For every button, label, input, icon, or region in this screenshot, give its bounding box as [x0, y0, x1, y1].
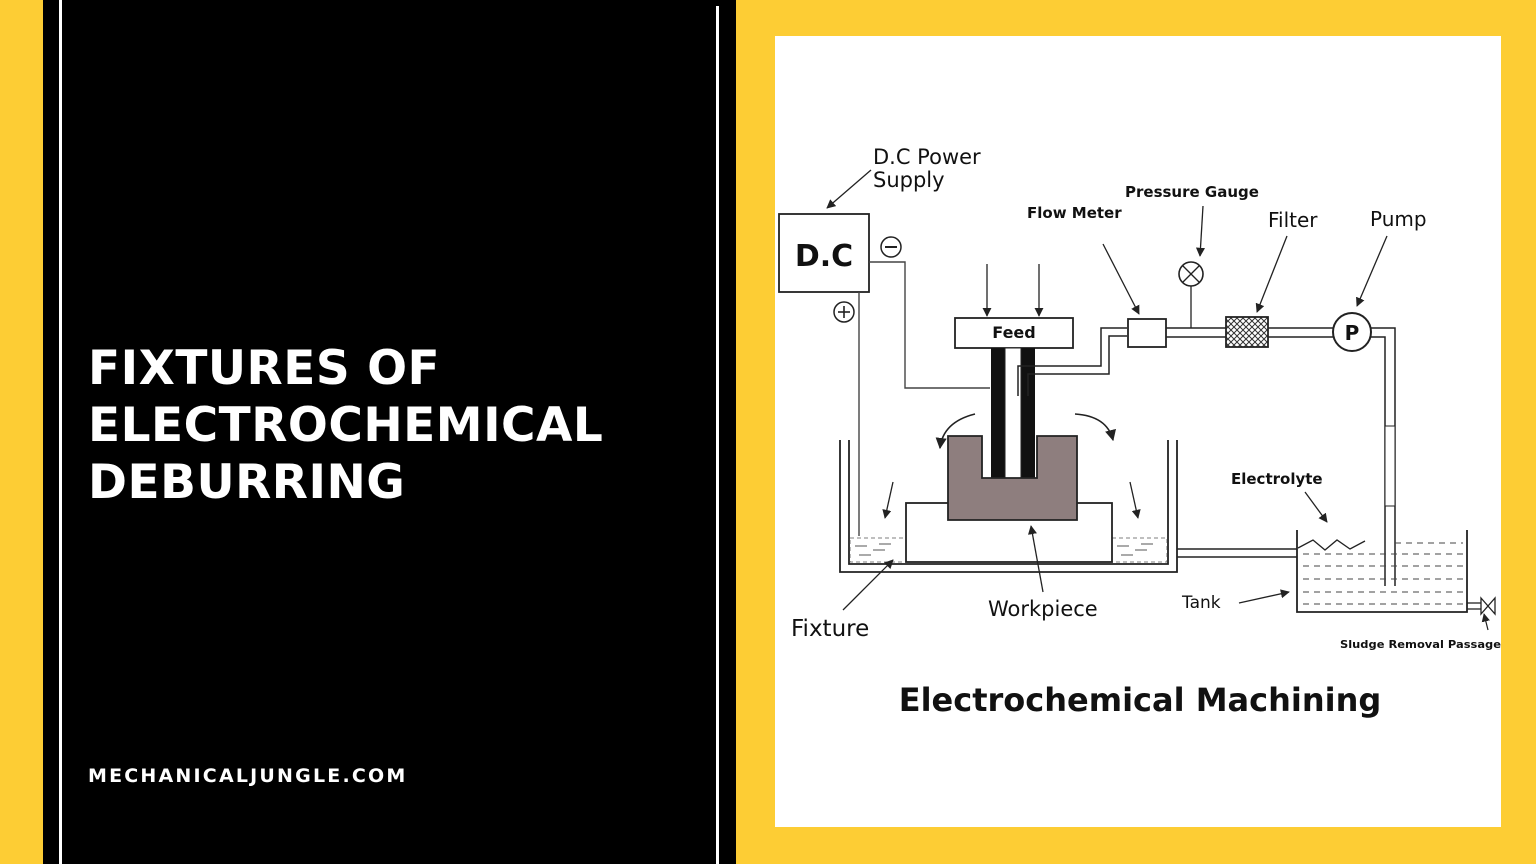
fixture-label: Fixture — [791, 616, 869, 642]
right-divider-line — [716, 6, 719, 864]
flow-meter-label: Flow Meter — [1027, 204, 1122, 222]
tool-electrode-left — [991, 348, 1005, 478]
dc-label-arrow — [826, 169, 872, 209]
page-title: FIXTURES OF ELECTROCHEMICAL DEBURRING — [88, 340, 688, 511]
feed-label: Feed — [992, 323, 1035, 342]
electrolyte-arrow — [1304, 491, 1328, 523]
electrolyte-label: Electrolyte — [1231, 470, 1323, 488]
dc-power-supply-label-1: D.C Power — [873, 145, 981, 169]
tank-arrow — [1238, 589, 1290, 604]
work-tank — [839, 440, 1178, 573]
pump-arrow — [1356, 235, 1388, 307]
title-line-3: DEBURRING — [88, 455, 406, 510]
filter-label: Filter — [1268, 208, 1318, 232]
filter-arrow — [1255, 235, 1288, 313]
fixture-arrow — [842, 559, 894, 611]
title-line-1: FIXTURES OF — [88, 341, 441, 396]
diagram-caption: Electrochemical Machining — [899, 681, 1382, 719]
diagram-card: D.C D.C Power Supply Feed Flow Meter — [775, 36, 1501, 827]
dc-box-label: D.C — [795, 239, 853, 274]
pump-label: Pump — [1370, 207, 1427, 231]
sludge-label: Sludge Removal Passage — [1340, 639, 1501, 651]
workpiece — [947, 435, 1078, 521]
pressure-gauge-arrow — [1195, 205, 1206, 257]
flow-meter-arrow — [1102, 243, 1140, 315]
left-panel — [43, 0, 736, 864]
tank-label: Tank — [1181, 593, 1221, 613]
feed-box — [954, 317, 1074, 349]
sludge-valve-icon — [1480, 596, 1496, 616]
title-line-2: ELECTROCHEMICAL — [88, 398, 604, 453]
workpiece-label: Workpiece — [988, 597, 1098, 621]
dc-power-supply: D.C — [778, 213, 870, 293]
filter-icon — [1225, 316, 1269, 348]
ecm-diagram: D.C D.C Power Supply Feed Flow Meter — [778, 145, 1501, 719]
negative-wire — [869, 261, 990, 389]
left-divider-line — [59, 0, 62, 864]
flow-arrow-left — [935, 413, 976, 450]
flow-meter — [1127, 318, 1167, 348]
tool-electrode-right — [1021, 348, 1035, 478]
flow-arrow-right — [1074, 413, 1116, 442]
reservoir-tank — [1296, 530, 1468, 613]
pump-symbol: P — [1345, 321, 1360, 345]
workpiece-arrow — [1027, 525, 1044, 593]
website-link[interactable]: MECHANICALJUNGLE.COM — [88, 765, 408, 787]
dc-power-supply-label-2: Supply — [873, 168, 945, 192]
pump-icon — [1332, 312, 1372, 352]
pressure-gauge-label: Pressure Gauge — [1125, 183, 1259, 201]
